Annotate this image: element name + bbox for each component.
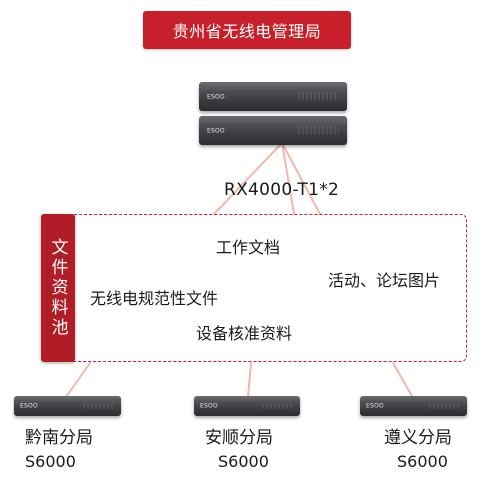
branch-brand-logo: ESOO bbox=[366, 402, 384, 410]
link-server-right bbox=[281, 142, 321, 215]
file-pool-title: 文件资料池 bbox=[47, 238, 68, 338]
link-server-left bbox=[213, 142, 283, 215]
server-vent bbox=[297, 126, 339, 135]
server-unit-2: ESOO bbox=[199, 116, 347, 145]
server-brand-logo: ESOO bbox=[207, 127, 225, 134]
branch-model-anshun: S6000 bbox=[218, 452, 269, 471]
branch-vent bbox=[83, 403, 113, 409]
server-vent bbox=[297, 92, 339, 101]
file-pool-tab: 文件资料池 bbox=[41, 214, 75, 362]
branch-vent bbox=[262, 403, 292, 409]
server-brand-logo: ESOO bbox=[207, 93, 225, 100]
link-server-mid bbox=[281, 142, 295, 215]
branch-name-anshun: 安顺分局 bbox=[205, 428, 273, 448]
pool-item-event-photos: 活动、论坛图片 bbox=[328, 271, 441, 290]
pool-item-regulations: 无线电规范性文件 bbox=[90, 289, 219, 308]
branch-name-zunyi: 遵义分局 bbox=[384, 428, 452, 448]
branch-device-zunyi: ESOO bbox=[360, 396, 467, 416]
branch-brand-logo: ESOO bbox=[20, 402, 38, 410]
branch-model-qiannan: S6000 bbox=[25, 452, 76, 471]
header-title: 贵州省无线电管理局 bbox=[172, 22, 322, 41]
link-branch-2 bbox=[247, 362, 252, 398]
server-model-label: RX4000-T1*2 bbox=[224, 180, 340, 200]
pool-item-approval-docs: 设备核准资料 bbox=[196, 324, 293, 343]
branch-device-qiannan: ESOO bbox=[14, 396, 121, 416]
branch-brand-logo: ESOO bbox=[200, 402, 218, 410]
server-unit-1: ESOO bbox=[199, 82, 347, 111]
link-branch-3 bbox=[392, 362, 413, 397]
branch-name-qiannan: 黔南分局 bbox=[25, 428, 93, 448]
link-branch-1 bbox=[65, 362, 91, 398]
header-banner: 贵州省无线电管理局 bbox=[143, 11, 351, 49]
pool-item-work-docs: 工作文档 bbox=[216, 238, 281, 257]
branch-model-zunyi: S6000 bbox=[397, 452, 448, 471]
branch-vent bbox=[429, 403, 459, 409]
branch-device-anshun: ESOO bbox=[194, 396, 300, 416]
